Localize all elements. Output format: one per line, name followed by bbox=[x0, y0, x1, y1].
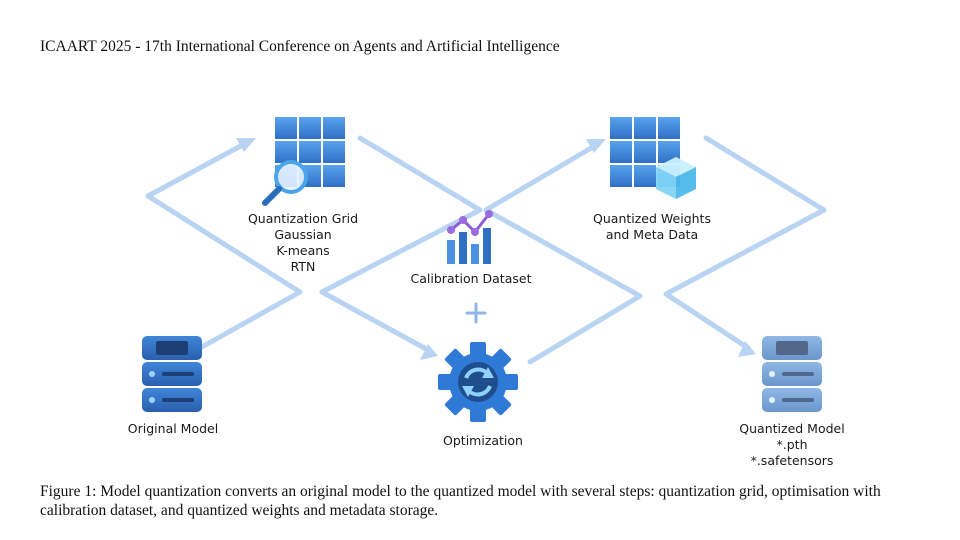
label-line: Quantized Model bbox=[739, 421, 845, 436]
label-line: Quantization Grid bbox=[247, 211, 359, 226]
arrow-weights-to-model bbox=[663, 135, 827, 351]
flow-arrows bbox=[145, 135, 827, 365]
label-line: RTN bbox=[290, 259, 316, 274]
label-quantized-weights: Quantized Weights and Meta Data bbox=[593, 211, 711, 243]
server-icon bbox=[142, 336, 202, 412]
label-line: Gaussian bbox=[274, 227, 332, 242]
label-line: *.pth bbox=[776, 437, 808, 452]
label-line: and Meta Data bbox=[605, 227, 699, 242]
label-line: K-means bbox=[276, 243, 330, 258]
arrow-grid-to-optimization bbox=[319, 135, 483, 353]
label-quantization-grid: Quantization Grid Gaussian K-means RTN bbox=[248, 211, 358, 275]
figure-caption: Figure 1: Model quantization converts an… bbox=[40, 483, 881, 519]
label-line: Original Model bbox=[127, 421, 219, 436]
arrow-original-to-grid bbox=[145, 139, 303, 351]
arrow-head-grid bbox=[236, 138, 256, 152]
server-icon bbox=[762, 336, 822, 412]
label-calibration-dataset: Calibration Dataset bbox=[411, 271, 532, 287]
grid-search-icon bbox=[262, 117, 345, 206]
page-header: ICAART 2025 - 17th International Confere… bbox=[40, 38, 560, 55]
bar-chart-icon bbox=[447, 210, 493, 264]
grid-cube-icon bbox=[610, 117, 696, 199]
arrow-optimization-to-weights bbox=[483, 141, 643, 365]
label-optimization: Optimization bbox=[443, 433, 523, 449]
label-line: Quantized Weights bbox=[593, 211, 711, 226]
label-line: Calibration Dataset bbox=[410, 271, 532, 286]
label-line: Optimization bbox=[443, 433, 523, 448]
gear-refresh-icon bbox=[438, 342, 518, 422]
arrow-head-optimization bbox=[420, 344, 438, 360]
arrow-head-model bbox=[738, 341, 756, 357]
arrow-head-weights bbox=[586, 139, 606, 153]
label-line: *.safetensors bbox=[750, 453, 834, 468]
label-original-model: Original Model bbox=[128, 421, 218, 437]
plus-icon bbox=[465, 302, 487, 324]
label-quantized-model: Quantized Model *.pth *.safetensors bbox=[739, 421, 844, 469]
